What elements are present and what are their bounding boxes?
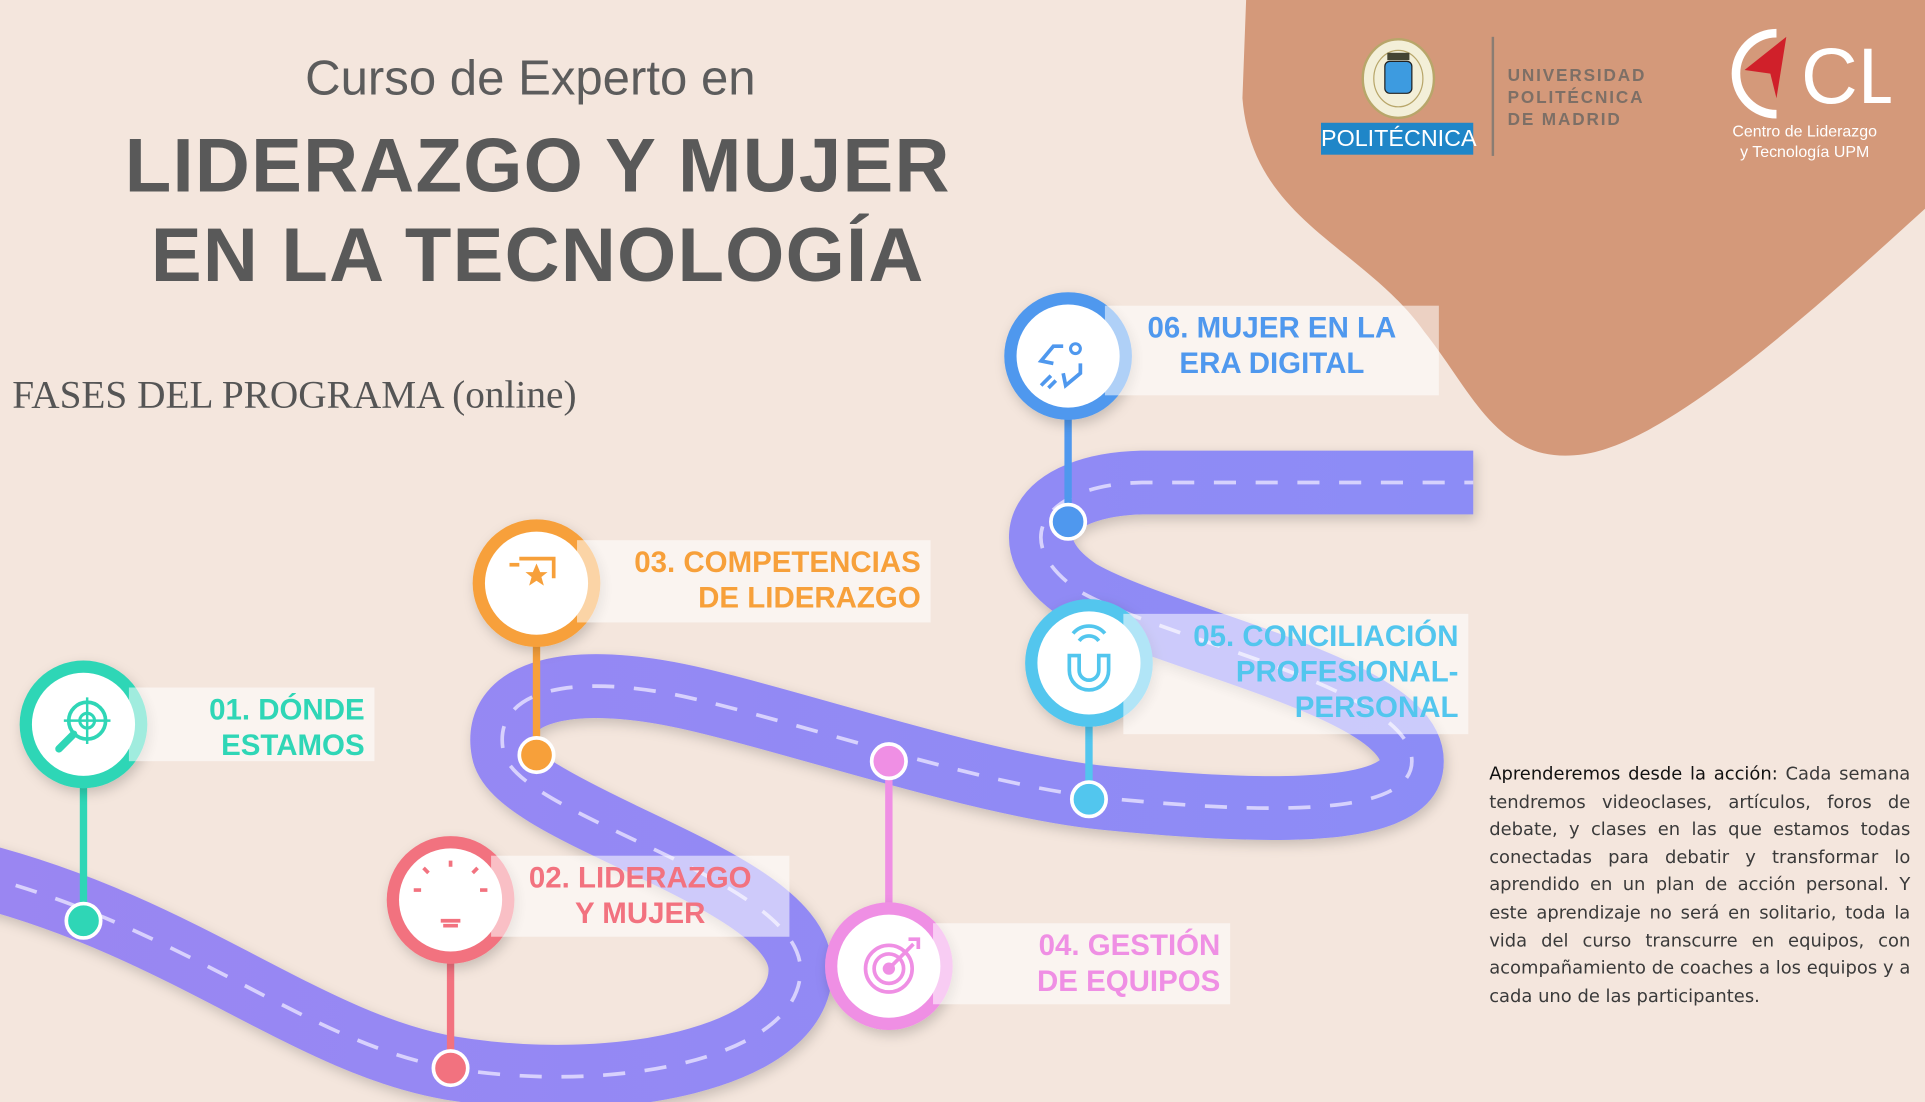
clt-mark: CLT [1801, 32, 1891, 120]
course-title-line1: LIDERAZGO Y MUJER [124, 123, 951, 209]
phase-text: Y MUJER [575, 897, 706, 931]
clt-name: Centro de Liderazgo y Tecnología UPM [1713, 120, 1897, 162]
description-paragraph: Aprenderemos desde la acción: Cada seman… [1489, 761, 1910, 1011]
phase-text: DE LIDERAZGO [698, 581, 921, 616]
phase-road-dot [1049, 502, 1088, 541]
section-title: FASES DEL PROGRAMA (online) [12, 371, 577, 417]
phase-text: DE EQUIPOS [1036, 964, 1221, 999]
phase-road-dot [517, 736, 556, 775]
upm-name-line: UNIVERSIDAD [1507, 65, 1647, 85]
phase-road-dot [869, 742, 908, 781]
phase-marker-5 [1025, 599, 1153, 727]
rocket-icon [1037, 342, 1083, 390]
phase-marker-2 [386, 836, 515, 964]
course-title-line2: EN LA TECNOLOGÍA [150, 213, 925, 299]
upm-name: UNIVERSIDAD POLITÉCNICA DE MADRID [1508, 64, 1647, 130]
phase-text: ESTAMOS [221, 729, 365, 763]
clt-name-line: y Tecnología UPM [1740, 142, 1870, 161]
magnet-icon [1067, 624, 1111, 692]
phase-text: 02. LIDERAZGO [528, 861, 752, 895]
upm-badge: POLITÉCNICA [1321, 122, 1477, 155]
logo-divider [1491, 36, 1495, 156]
search-target-icon [55, 697, 111, 753]
phase-text: PROFESIONAL- [1235, 655, 1459, 689]
phase-text: 04. GESTIÓN [1038, 929, 1221, 963]
upm-name-line: POLITÉCNICA [1507, 87, 1645, 107]
phase-text: 03. COMPETENCIAS [634, 546, 921, 580]
clt-name-line: Centro de Liderazgo [1732, 121, 1878, 140]
lightbulb-icon [413, 860, 488, 928]
description-body: Cada semana tendremos videoclases, artíc… [1489, 763, 1911, 1007]
phase-text: PERSONAL [1294, 691, 1459, 725]
course-subtitle: Curso de Experto en [305, 51, 756, 106]
phase-text: 01. DÓNDE [209, 693, 365, 727]
phase-road-dot [64, 901, 103, 940]
phase-road-dot [431, 1049, 470, 1088]
upm-seal-logo [1361, 38, 1436, 120]
phase-road-dot [1069, 780, 1108, 819]
target-icon [863, 937, 921, 994]
upm-name-line: DE MADRID [1507, 109, 1622, 129]
trophy-icon [509, 556, 556, 586]
phase-marker-3 [472, 519, 601, 647]
phase-text: ERA DIGITAL [1179, 347, 1365, 381]
description-lead: Aprenderemos desde la acción: [1489, 763, 1778, 785]
phase-text: 05. CONCILIACIÓN [1193, 619, 1459, 654]
clt-logo: CLT [1731, 28, 1891, 120]
phase-text: 06. MUJER EN LA [1147, 311, 1397, 345]
